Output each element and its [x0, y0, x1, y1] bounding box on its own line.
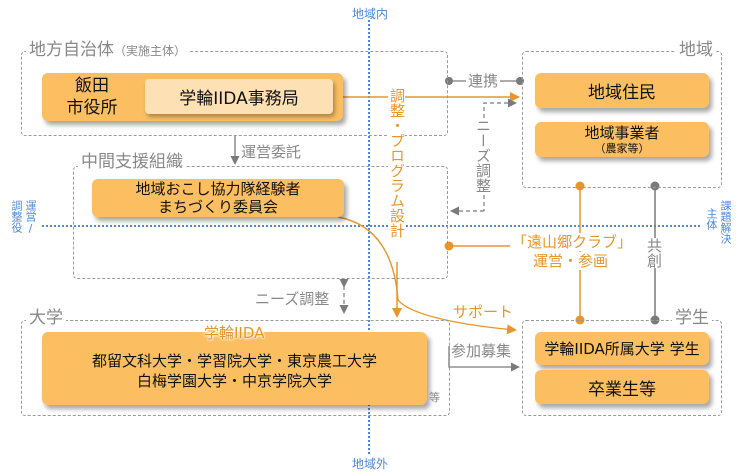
node-intermediate-org[interactable]: 地域おこし協力隊経験者 まちづくり委員会 — [92, 179, 344, 217]
club-dot-left — [444, 241, 454, 251]
group-university — [21, 320, 450, 416]
group-university-label: 大学 — [26, 308, 66, 328]
node-universities[interactable]: 都留文科大学・学習院大学・東京農工大学 白梅学園大学・中京学院大学 — [42, 332, 427, 405]
university-line1: 都留文科大学・学習院大学・東京農工大学 — [91, 351, 377, 370]
axis-label-right-inner: 主体 — [705, 208, 718, 230]
group-local-government-label: 地方自治体（実施主体） — [26, 40, 190, 61]
university-line2: 白梅学園大学・中京学院大学 — [136, 371, 332, 390]
group-region-label: 地域 — [676, 40, 716, 60]
group-region — [522, 51, 722, 188]
local-gov-subtitle: （実施主体） — [114, 44, 187, 58]
university-etc: 等 — [429, 391, 440, 404]
group-intermediate — [73, 166, 448, 279]
axis-label-left-inner: 運営/ — [24, 200, 37, 235]
edge-label-needs-adjust-vertical: ニーズ調整 — [474, 118, 492, 193]
group-local-government — [21, 51, 448, 136]
group-students — [522, 320, 722, 416]
node-businesses[interactable]: 地域事業者 （農家等） — [535, 122, 709, 157]
edge-label-co-creation: 共創 — [645, 238, 663, 268]
university-group-title: 学輪IIDA — [204, 324, 265, 342]
edge-label-outsourcing: 運営委託 — [241, 143, 302, 161]
local-gov-title: 地方自治体 — [29, 40, 114, 60]
node-residents[interactable]: 地域住民 — [535, 73, 709, 108]
intermediate-line1: 地域おこし協力隊経験者 — [135, 180, 301, 198]
edge-label-support: サポート — [453, 303, 514, 321]
edge-label-club: 「遠山郷クラブ」 — [510, 233, 635, 251]
support-curve-arrow — [337, 216, 517, 335]
node-students[interactable]: 学輪IIDA所属大学 学生 — [535, 332, 709, 365]
axis-label-top: 地域内 — [352, 7, 389, 21]
edge-label-recruitment: 参加募集 — [451, 342, 512, 360]
iida-city-hall-line1: 飯田 — [75, 76, 109, 96]
group-students-label: 学生 — [672, 308, 712, 328]
edge-label-needs-adjust: ニーズ調整 — [255, 290, 330, 308]
businesses-sublabel: （農家等） — [594, 141, 650, 155]
edge-label-cooperation: 連携 — [466, 72, 501, 90]
intermediate-line2: まちづくり委員会 — [157, 198, 278, 216]
node-graduates[interactable]: 卒業生等 — [535, 370, 709, 404]
businesses-label: 地域事業者 — [584, 123, 660, 142]
axis-label-left-outer: 調整役 — [10, 200, 23, 233]
iida-city-hall-line2: 市役所 — [66, 98, 118, 118]
axis-label-right-outer: 課題解決 — [719, 200, 732, 244]
axis-label-bottom: 地域外 — [352, 457, 389, 471]
club-dot-top — [575, 181, 585, 191]
node-gakurin-office[interactable]: 学輪IIDA事務局 — [145, 79, 333, 114]
iida-city-hall-label: 飯田 市役所 — [42, 75, 142, 119]
edge-label-club-participation: 運営・参画 — [531, 252, 611, 270]
edge-label-coordination-program: 調整・プログラム設計 — [388, 88, 406, 238]
co-creation-dot-top — [650, 181, 660, 191]
group-intermediate-label: 中間支援組織 — [78, 152, 186, 172]
